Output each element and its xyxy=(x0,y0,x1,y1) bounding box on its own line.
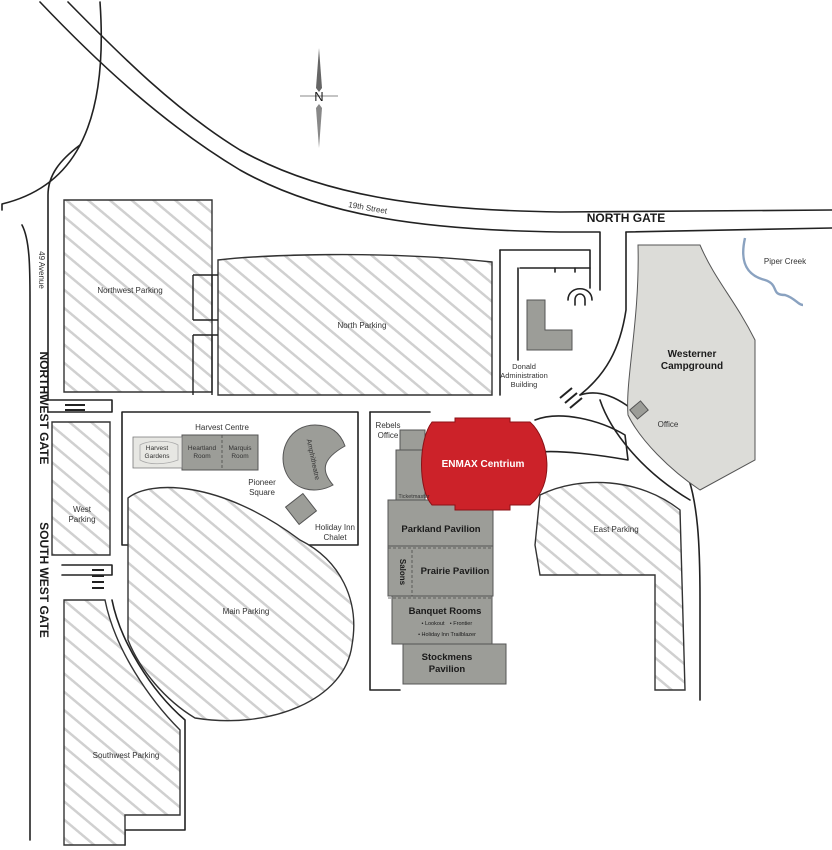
label-holiday-inn-chalet-1: Holiday Inn xyxy=(315,523,355,532)
centrium-complex xyxy=(387,429,507,685)
north-parking-lot xyxy=(217,253,493,396)
label-harvest-gardens-2: Gardens xyxy=(145,453,171,460)
northwest-parking-lot xyxy=(63,199,213,393)
label-rebels-office-2: Office xyxy=(378,431,399,440)
label-west-parking-2: Parking xyxy=(68,515,95,524)
label-banquet-lookout: • Lookout xyxy=(421,621,444,627)
label-donald-admin-1: Donald xyxy=(512,362,536,371)
label-banquet-trailblazer: • Holiday Inn Trailblazer xyxy=(418,632,476,638)
east-parking-lot xyxy=(534,481,686,691)
label-prairie-pavilion: Prairie Pavilion xyxy=(421,566,490,577)
label-marquis-room-1: Marquis xyxy=(228,445,252,452)
parking-lots xyxy=(51,199,686,846)
label-harvest-gardens-1: Harvest xyxy=(146,445,169,452)
label-campground-office: Office xyxy=(658,420,679,429)
label-banquet-frontier: • Frontier xyxy=(450,621,473,627)
label-west-parking-1: West xyxy=(73,505,92,514)
label-stockmens-pavilion-1: Stockmens xyxy=(422,652,473,663)
label-southwest-parking: Southwest Parking xyxy=(93,751,160,760)
enmax-centrium-arena xyxy=(421,417,548,511)
west-parking-lot xyxy=(51,421,111,556)
label-donald-admin-3: Building xyxy=(511,380,538,389)
label-enmax-centrium: ENMAX Centrium xyxy=(442,459,525,470)
label-northwest-parking: Northwest Parking xyxy=(97,286,162,295)
amphitheatre-building xyxy=(282,424,346,491)
gate-label-southwest: SOUTH WEST GATE xyxy=(37,522,51,638)
label-pioneer-square-1: Pioneer xyxy=(248,478,276,487)
label-pioneer-square-2: Square xyxy=(249,488,275,497)
label-ticketmaster: Ticketmaster xyxy=(398,494,429,500)
compass-north-label: N xyxy=(314,89,323,104)
label-westerner-campground-2: Campground xyxy=(661,361,723,372)
gate-label-northwest: NORTHWEST GATE xyxy=(37,351,51,464)
holiday-inn-chalet-building xyxy=(284,492,318,526)
north-compass: N xyxy=(300,48,338,148)
campground-office-building xyxy=(629,400,649,420)
road-label-49-avenue: 49 Avenue xyxy=(37,251,46,289)
label-heartland-room-2: Room xyxy=(193,453,210,460)
label-banquet-rooms: Banquet Rooms xyxy=(409,606,482,617)
label-north-parking: North Parking xyxy=(338,321,387,330)
label-holiday-inn-chalet-2: Chalet xyxy=(323,533,347,542)
label-piper-creek: Piper Creek xyxy=(764,257,807,266)
label-salons: Salons xyxy=(398,559,407,586)
westerner-campground-area xyxy=(627,244,756,491)
label-rebels-office-1: Rebels xyxy=(376,421,401,430)
label-harvest-centre: Harvest Centre xyxy=(195,423,249,432)
harvest-centre xyxy=(132,434,259,471)
donald-administration-building xyxy=(526,299,573,351)
piper-creek xyxy=(742,237,804,307)
label-marquis-room-2: Room xyxy=(231,453,248,460)
label-parkland-pavilion: Parkland Pavilion xyxy=(401,524,480,535)
road-label-19th-street: 19th Street xyxy=(348,200,389,216)
gate-label-north: NORTH GATE xyxy=(587,211,665,225)
label-east-parking: East Parking xyxy=(593,525,638,534)
label-donald-admin-2: Administration xyxy=(500,371,548,380)
label-main-parking: Main Parking xyxy=(223,607,270,616)
label-heartland-room-1: Heartland xyxy=(188,445,217,452)
label-stockmens-pavilion-2: Pavilion xyxy=(429,664,466,675)
label-westerner-campground-1: Westerner xyxy=(668,349,717,360)
southwest-parking-lot xyxy=(63,599,181,846)
main-parking-lot xyxy=(127,486,355,722)
